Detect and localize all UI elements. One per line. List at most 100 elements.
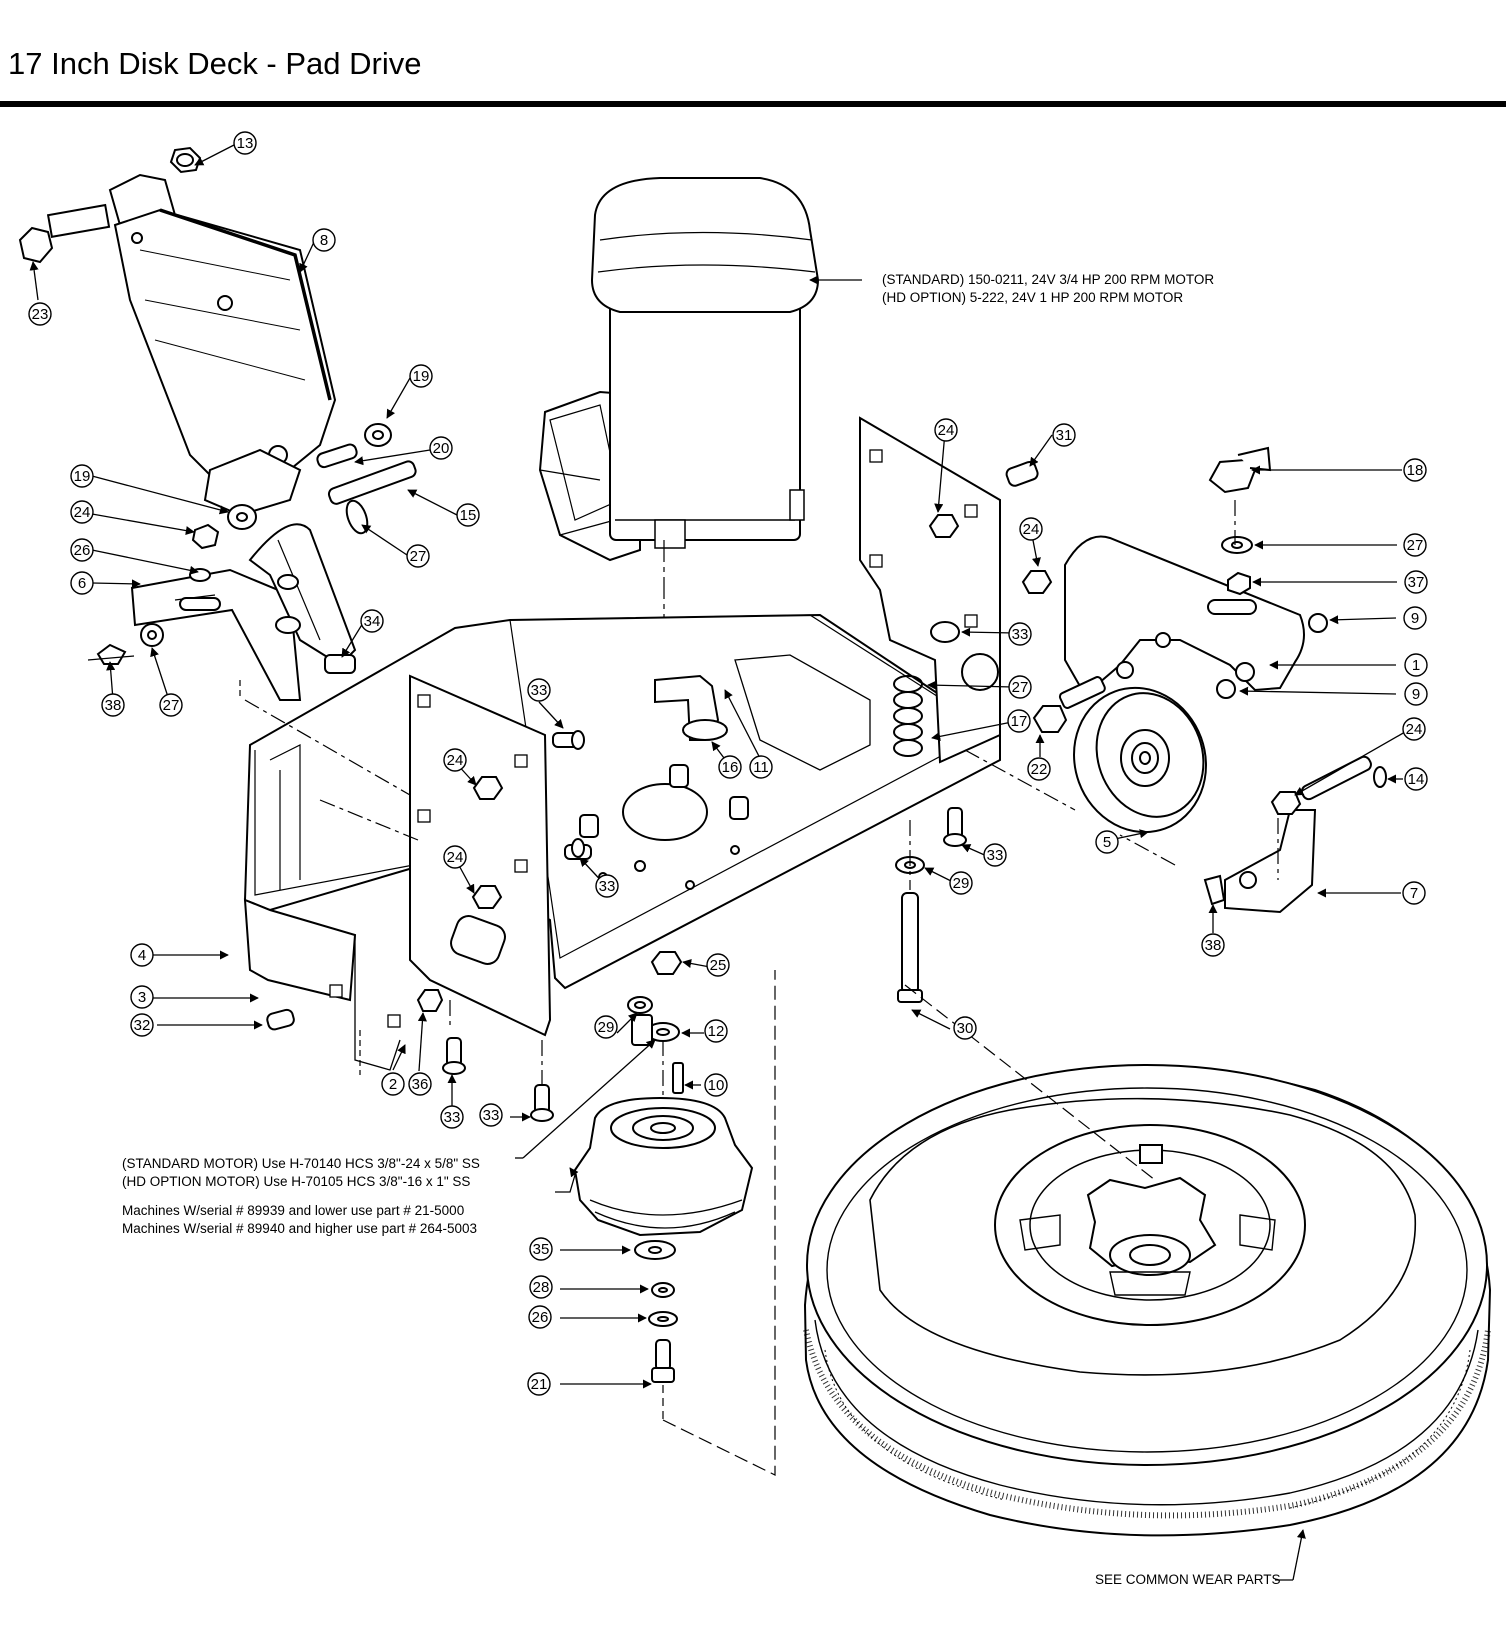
callout-circle — [949, 871, 973, 895]
callout-33: 33 — [1008, 622, 1032, 646]
callout-label: 24 — [447, 849, 464, 866]
callout-label: 29 — [598, 1019, 615, 1036]
callout-label: 24 — [1406, 721, 1423, 738]
note-serial-low: Machines W/serial # 89939 and lower use … — [122, 1203, 464, 1218]
callout-label: 14 — [1408, 771, 1425, 788]
pad-drive-hub — [573, 970, 776, 1476]
title-rule — [0, 101, 1506, 107]
callout-circle — [360, 609, 384, 633]
callout-label: 16 — [722, 759, 739, 776]
callout-24: 24 — [934, 418, 958, 442]
callout-28: 28 — [529, 1275, 553, 1299]
callout-circle — [1404, 570, 1428, 594]
callout-24: 24 — [443, 845, 467, 869]
callout-14: 14 — [1404, 767, 1428, 791]
callout-label: 27 — [1407, 537, 1424, 554]
drive-motor — [538, 177, 820, 845]
callout-circle — [718, 755, 742, 779]
callout-circle — [1404, 653, 1428, 677]
callout-circle — [1404, 682, 1428, 706]
callout-circle — [528, 1305, 552, 1329]
callout-10: 10 — [704, 1073, 728, 1097]
left-drive-gearbox — [18, 146, 417, 535]
callout-circle — [529, 1237, 553, 1261]
callout-label: 24 — [74, 504, 91, 521]
callout-circle — [1007, 709, 1031, 733]
callout-circle — [1201, 933, 1225, 957]
callout-circle — [953, 1016, 977, 1040]
callout-circle — [1403, 458, 1427, 482]
callout-4: 4 — [130, 943, 154, 967]
callout-38: 38 — [101, 693, 125, 717]
callout-label: 2 — [389, 1076, 397, 1093]
callout-label: 28 — [533, 1279, 550, 1296]
callout-label: 25 — [710, 957, 727, 974]
callout-27: 27 — [406, 544, 430, 568]
callout-7: 7 — [1402, 881, 1426, 905]
callout-9: 9 — [1403, 606, 1427, 630]
callout-circle — [1402, 881, 1426, 905]
callout-32: 32 — [130, 1013, 154, 1037]
callout-circle — [70, 538, 94, 562]
callout-18: 18 — [1403, 458, 1427, 482]
callout-circle — [1403, 533, 1427, 557]
callout-circle — [409, 364, 433, 388]
callout-circle — [381, 1072, 405, 1096]
callout-circle — [1052, 423, 1076, 447]
callout-circle — [408, 1072, 432, 1096]
callout-34: 34 — [360, 609, 384, 633]
callout-label: 9 — [1411, 610, 1419, 627]
callout-circle — [704, 1073, 728, 1097]
callout-circle — [704, 1019, 728, 1043]
callout-label: 24 — [447, 752, 464, 769]
callout-label: 21 — [531, 1376, 548, 1393]
callout-label: 36 — [412, 1076, 429, 1093]
callout-circle — [70, 500, 94, 524]
callout-label: 24 — [938, 422, 955, 439]
callout-label: 33 — [599, 878, 616, 895]
callout-circle — [130, 943, 154, 967]
callout-label: 34 — [364, 613, 381, 630]
callout-circle — [479, 1103, 503, 1127]
callout-label: 24 — [1023, 521, 1040, 538]
callout-label: 3 — [138, 989, 146, 1006]
callout-33: 33 — [527, 678, 551, 702]
callout-13: 13 — [233, 131, 257, 155]
callout-circle — [440, 1105, 464, 1129]
callout-circle — [595, 874, 619, 898]
callout-label: 35 — [533, 1241, 550, 1258]
callout-24: 24 — [1402, 717, 1426, 741]
callout-21: 21 — [527, 1372, 551, 1396]
callout-label: 8 — [320, 232, 328, 249]
callout-label: 26 — [532, 1309, 549, 1326]
callout-circle — [1019, 517, 1043, 541]
callout-label: 19 — [74, 468, 91, 485]
callout-circle — [70, 571, 94, 595]
callout-27: 27 — [159, 693, 183, 717]
callout-27: 27 — [1008, 675, 1032, 699]
callout-6: 6 — [70, 571, 94, 595]
callout-24: 24 — [1019, 517, 1043, 541]
callout-31: 31 — [1052, 423, 1076, 447]
callout-circle — [749, 755, 773, 779]
callout-label: 30 — [957, 1020, 974, 1037]
note-screw-hd: (HD OPTION MOTOR) Use H-70105 HCS 3/8"-1… — [122, 1174, 470, 1189]
callout-circle — [1095, 830, 1119, 854]
callout-29: 29 — [594, 1015, 618, 1039]
callout-label: 20 — [433, 440, 450, 457]
motor-mount-bracket — [87, 523, 357, 701]
callout-label: 33 — [1012, 626, 1029, 643]
callout-12: 12 — [704, 1019, 728, 1043]
note-motor-standard: (STANDARD) 150-0211, 24V 3/4 HP 200 RPM … — [882, 272, 1214, 287]
callout-label: 5 — [1103, 834, 1111, 851]
assembly-lines — [244, 500, 1279, 1100]
note-motor-hd: (HD OPTION) 5-222, 24V 1 HP 200 RPM MOTO… — [882, 290, 1183, 305]
callout-label: 12 — [708, 1023, 725, 1040]
callout-circle — [1008, 675, 1032, 699]
callout-30: 30 — [953, 1016, 977, 1040]
callout-label: 19 — [413, 368, 430, 385]
callout-circle — [706, 953, 730, 977]
callout-label: 33 — [531, 682, 548, 699]
notes: (STANDARD) 150-0211, 24V 3/4 HP 200 RPM … — [122, 272, 1281, 1587]
